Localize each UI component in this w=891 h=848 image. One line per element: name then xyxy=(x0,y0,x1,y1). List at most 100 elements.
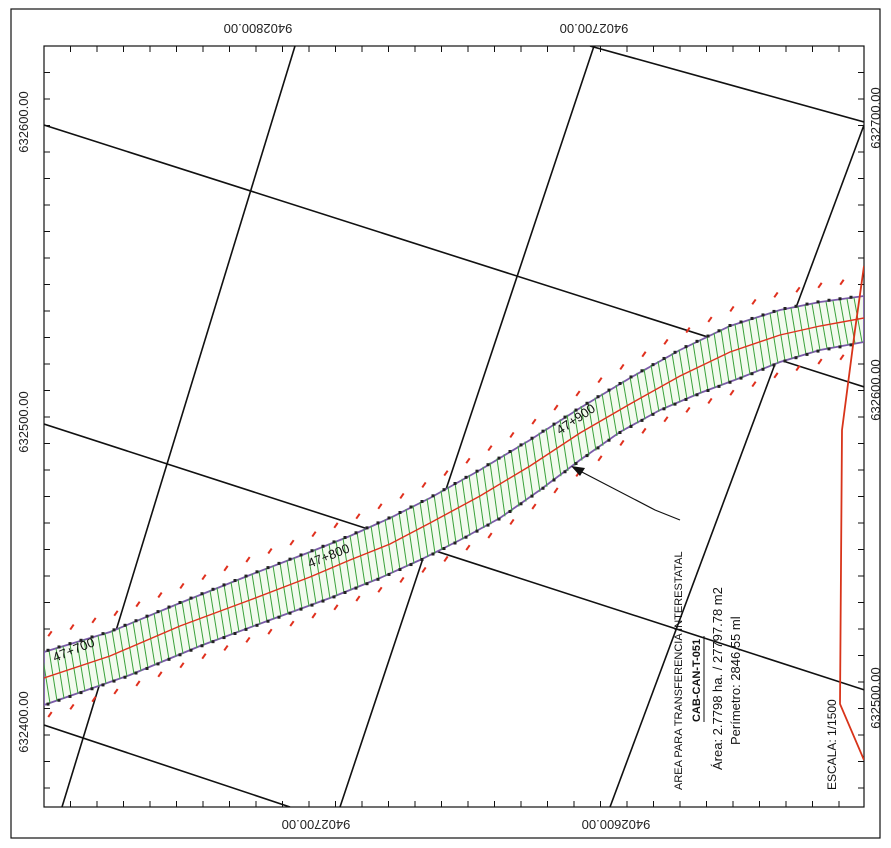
vertex-label xyxy=(487,532,493,539)
hatch-line xyxy=(251,573,261,625)
vertex-mark xyxy=(90,635,94,639)
vertex-label xyxy=(267,628,273,635)
vertex-label xyxy=(355,595,361,602)
vertex-mark xyxy=(530,436,534,440)
vertex-mark xyxy=(46,648,50,652)
vertex-label xyxy=(663,338,669,345)
vertex-mark xyxy=(189,596,193,600)
vertex-mark xyxy=(783,359,787,363)
vertex-mark xyxy=(728,324,732,327)
vertex-mark xyxy=(101,632,105,636)
vertex-mark xyxy=(629,375,633,379)
vertex-label xyxy=(619,439,625,446)
vertex-mark xyxy=(530,494,534,498)
vertex-label xyxy=(69,703,75,710)
hatch-line xyxy=(146,615,156,666)
coord-left-top: 632600.00 xyxy=(16,91,31,152)
vertex-label xyxy=(597,455,603,462)
hatch-line xyxy=(629,376,639,424)
vertex-mark xyxy=(662,407,666,411)
vertex-mark xyxy=(299,553,303,557)
vertex-mark xyxy=(310,603,314,607)
hatch-line xyxy=(769,312,779,364)
vertex-mark xyxy=(640,418,644,422)
vertex-mark xyxy=(123,623,127,627)
vertex-mark xyxy=(464,475,468,479)
vertex-mark xyxy=(805,352,809,356)
hatch-line xyxy=(153,613,163,663)
hatch-line xyxy=(713,332,723,386)
vertex-mark xyxy=(750,372,754,376)
vertex-mark xyxy=(321,544,325,548)
vertex-label xyxy=(113,610,119,617)
coord-left-bottom: 632400.00 xyxy=(16,691,31,752)
hatch-line xyxy=(545,428,555,482)
vertex-mark xyxy=(706,334,710,338)
vertex-label xyxy=(641,351,647,358)
hatch-line xyxy=(517,445,527,502)
vertex-mark xyxy=(761,313,765,317)
vertex-mark xyxy=(838,345,842,349)
vertex-mark xyxy=(695,393,699,397)
vertex-mark xyxy=(453,541,457,545)
vertex-label xyxy=(311,612,317,619)
vertex-mark xyxy=(486,523,490,527)
vertex-label xyxy=(355,513,361,520)
vertex-mark xyxy=(233,632,237,635)
vertex-label xyxy=(839,279,845,286)
vertex-label xyxy=(685,327,691,334)
hatch-line xyxy=(265,568,275,620)
vertex-mark xyxy=(640,369,644,373)
coord-top-left: 9402800.00 xyxy=(224,21,293,36)
hatch-line xyxy=(510,449,520,507)
hatch-line xyxy=(727,326,737,381)
vertex-mark xyxy=(805,302,809,306)
vertex-mark xyxy=(57,698,61,702)
coord-bottom-left: 9402700.00 xyxy=(282,817,351,832)
vertex-mark xyxy=(156,662,160,666)
vertex-mark xyxy=(211,640,215,644)
vertex-label xyxy=(91,617,97,624)
vertex-label xyxy=(487,445,493,452)
hatch-line xyxy=(657,360,667,409)
hatch-line xyxy=(461,478,471,536)
vertex-mark xyxy=(354,531,358,535)
gridline-ew-1 xyxy=(61,46,296,807)
vertex-mark xyxy=(376,521,380,525)
vertex-mark xyxy=(673,402,677,406)
vertex-mark xyxy=(244,627,248,631)
vertex-mark xyxy=(398,568,402,571)
gridline-ns-4 xyxy=(589,46,864,123)
vertex-mark xyxy=(57,645,61,649)
hatch-line xyxy=(202,593,212,643)
vertex-mark xyxy=(123,675,127,679)
vertex-mark xyxy=(552,422,556,426)
hatch-line xyxy=(223,584,233,635)
vertex-label xyxy=(641,427,647,434)
vertex-label xyxy=(817,282,823,289)
vertex-mark xyxy=(585,401,589,405)
hatch-line xyxy=(650,364,660,412)
vertex-label xyxy=(773,291,779,298)
vertex-mark xyxy=(596,446,600,450)
vertex-label xyxy=(69,624,75,631)
vertex-label xyxy=(421,481,427,488)
vertex-mark xyxy=(79,638,83,642)
legend-area: Área: 2.7798 ha. / 27797.78 m2 xyxy=(710,587,725,770)
vertex-label xyxy=(443,470,449,477)
vertex-mark xyxy=(222,583,226,587)
hatch-line xyxy=(76,641,86,692)
vertex-mark xyxy=(706,389,710,392)
vertex-label xyxy=(751,298,757,305)
vertex-mark xyxy=(717,329,721,333)
vertex-mark xyxy=(684,397,688,401)
vertex-mark xyxy=(398,511,402,514)
hatch-line xyxy=(531,437,541,492)
legend-title: AREA PARA TRANSFERENCIA INTERESTATAL xyxy=(673,551,685,790)
coord-bottom-right: 9402600.00 xyxy=(582,817,651,832)
boundary-vertices xyxy=(46,295,853,706)
vertex-mark xyxy=(233,579,237,582)
vertex-mark xyxy=(387,516,391,520)
leader-arrowhead xyxy=(571,466,585,476)
